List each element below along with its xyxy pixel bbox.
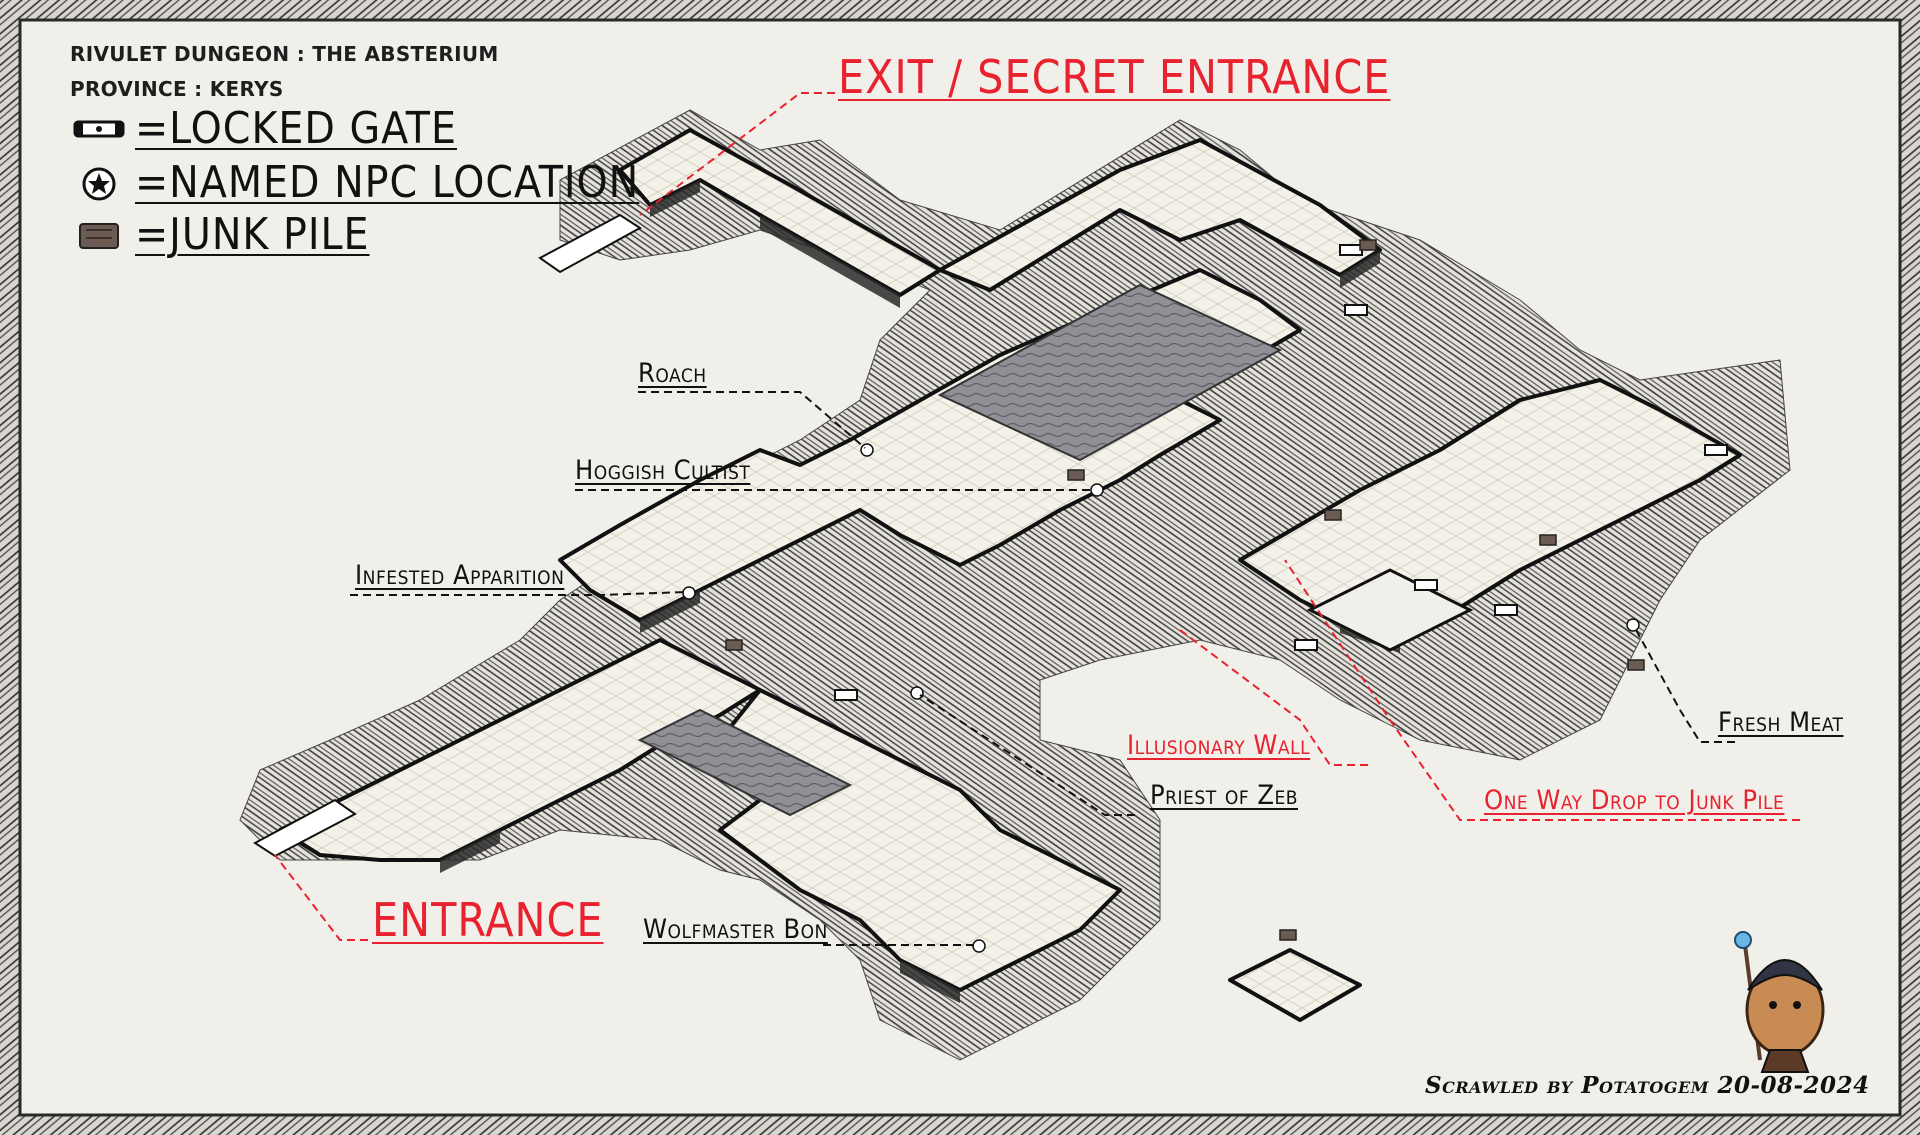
legend-gate-shape xyxy=(73,120,125,138)
npc-label-roach: Roach xyxy=(638,358,707,389)
legend-label-junk-pile: =JUNK PILE xyxy=(135,209,370,260)
one-way-drop-label: One Way Drop to Junk Pile xyxy=(1484,785,1785,816)
npc-star-icon xyxy=(84,169,114,199)
exit-ramp xyxy=(538,213,642,274)
junk-pile-icon xyxy=(80,224,118,248)
locked-gate-icon xyxy=(75,118,123,140)
npc-label-hoggish-cultist: Hoggish Cultist xyxy=(575,455,751,486)
npc-label-priest-of-zeb: Priest of Zeb xyxy=(1150,780,1299,811)
npc-label-wolfmaster-bon: Wolfmaster Bon xyxy=(643,914,828,945)
legend-label-locked-gate: =LOCKED GATE xyxy=(135,103,457,154)
leader-lines xyxy=(274,92,1800,946)
illusionary-wall-label: Illusionary Wall xyxy=(1127,730,1311,761)
wall-faces xyxy=(440,180,1400,1003)
locked-gate-markers xyxy=(834,244,1728,701)
legend-junk-shape xyxy=(79,223,119,249)
dungeon-title: RIVULET DUNGEON : THE ABSTERIUM xyxy=(70,42,499,66)
lower-water-pool xyxy=(637,708,853,817)
province-label: PROVINCE : KERYS xyxy=(70,77,284,101)
entrance-ramp xyxy=(253,798,357,858)
upper-water-pool xyxy=(937,283,1283,462)
exit-label: EXIT / SECRET ENTRANCE xyxy=(838,50,1391,104)
legend-star-shape xyxy=(82,167,116,201)
npc-label-infested-apparition: Infested Apparition xyxy=(355,560,565,591)
map-credit: Scrawled by Potatogem 20-08-2024 xyxy=(1425,1072,1870,1099)
junk-pile-markers xyxy=(725,239,1645,941)
entrance-label: ENTRANCE xyxy=(372,893,604,947)
mascot-figure xyxy=(1734,931,1825,1073)
cave-rock xyxy=(239,109,1791,1061)
legend-label-npc: =NAMED NPC LOCATION xyxy=(135,157,640,208)
npc-label-fresh-meat: Fresh Meat xyxy=(1718,707,1844,738)
